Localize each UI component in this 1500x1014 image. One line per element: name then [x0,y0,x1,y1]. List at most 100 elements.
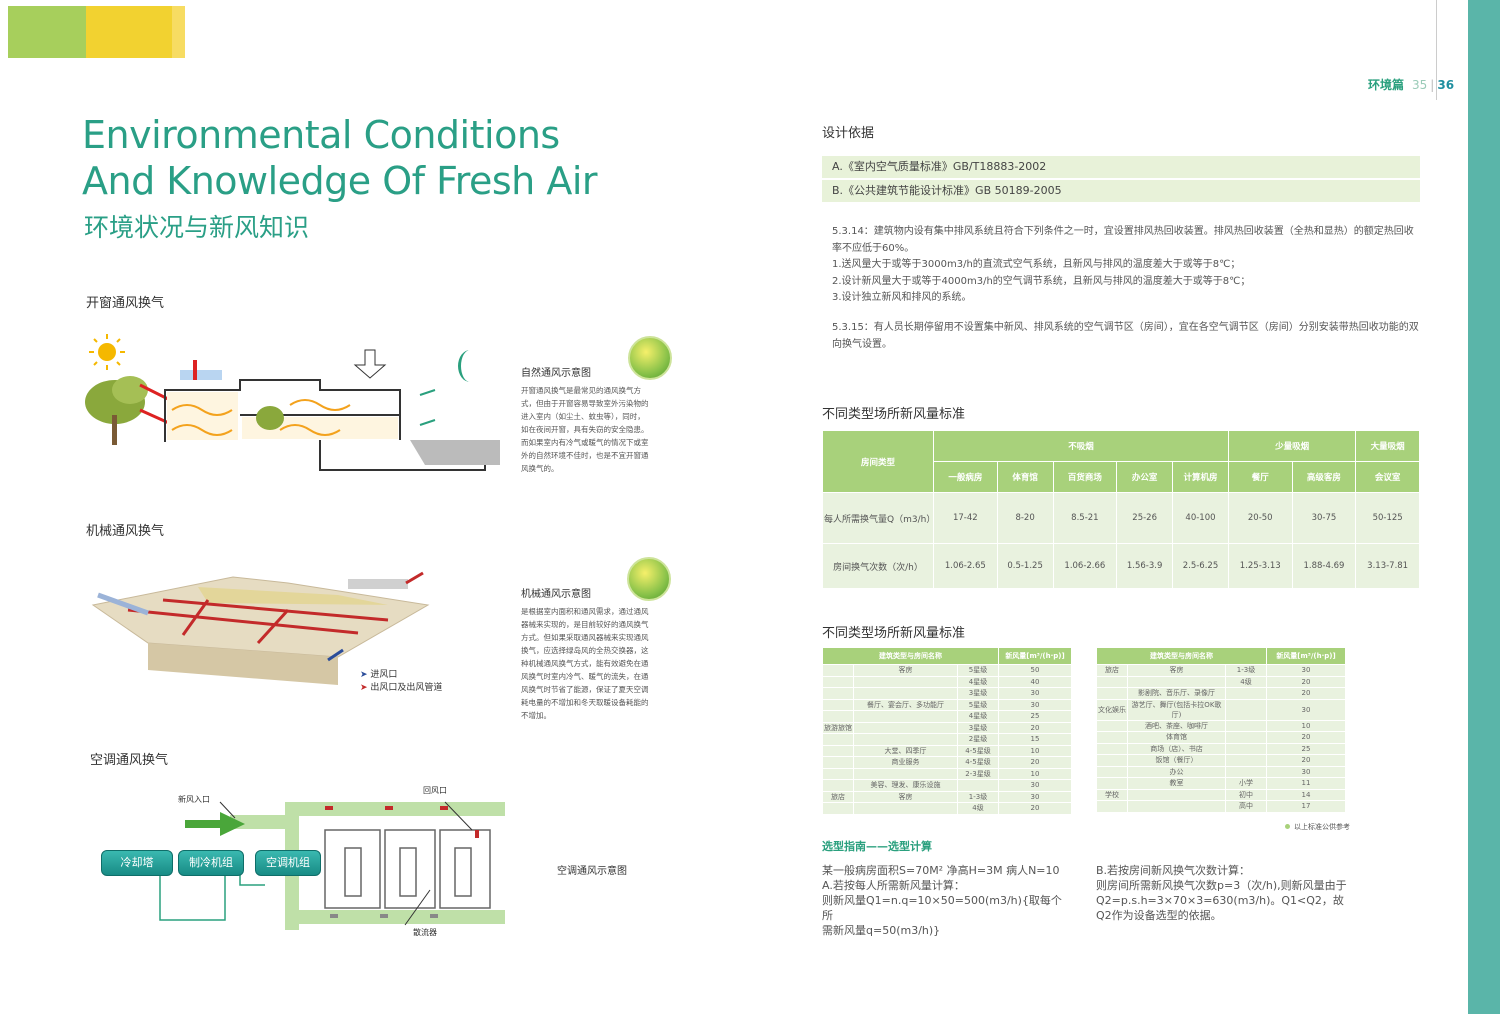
table1-col: 计算机房 [1172,461,1229,493]
calc-b: B.若按房间新风换气次数计算： 则房间所需新风换气次数p=3（次/h),则新风量… [1096,863,1376,923]
table2-value: 20 [1266,675,1346,688]
table2-category [822,744,854,757]
table2-room: 体育馆 [1127,731,1226,744]
table2-level: 3星级 [957,687,999,700]
table2l-h1: 建筑类型与房间名称 [822,647,999,665]
table1-cell: 1.06-2.65 [933,543,998,589]
table1-col: 体育馆 [996,461,1054,493]
table2-category [1096,777,1128,790]
fresh-air-inlet-label: 新风入口 [178,795,210,804]
table2-level [957,779,999,792]
table2-category [822,756,854,769]
calc-a-line: 某一般病房面积S=70M² 净高H=3M 病人N=10 [822,864,1060,877]
legend-in-label: 进风口 [370,670,398,680]
table2-room: 教室 [1127,777,1226,790]
table2-level [1225,754,1267,767]
table2-room: 游艺厅、舞厅(包括卡拉OK歌厅) [1127,698,1226,721]
title-chinese: 环境状况与新风知识 [84,213,310,242]
table2-level [1225,719,1267,732]
corner-yellow-block [86,6,178,58]
table2-category [1096,765,1128,778]
table1-cell: 3.13-7.81 [1355,543,1420,589]
table2-category: 学校 [1096,788,1128,801]
table2-value: 20 [998,756,1072,769]
page-left-number: 35 [1412,78,1428,92]
cooling-tower-box: 冷却塔 [101,850,173,876]
basis-ref-a: A.《室内空气质量标准》GB/T18883-2002 [822,156,1420,178]
moon-icon [458,350,470,382]
table2-level: 4-5星级 [957,756,999,769]
table1-cell: 8.5-21 [1052,492,1118,544]
table2-category [822,664,854,677]
table2-room [853,767,958,780]
return-air-label: 回风口 [423,786,447,795]
clause1-line-0: 5.3.14：建筑物内设有集中排风系统且符合下列条件之一时，宜设置排风热回收装置… [832,226,1414,254]
mechanical-text: 是根据室内面积和通风需求，通过通风器械来实现的，是目前较好的通风换气方式。但如果… [521,607,649,720]
table2-category [822,675,854,688]
note-text: 以上标准公供参考 [1294,823,1350,831]
table2-level: 4级 [957,802,999,815]
blue-arrow-icon: ➤ [360,670,368,680]
table2-category [822,767,854,780]
table2-value: 20 [998,802,1072,815]
table2-room: 客房 [853,664,958,677]
table2-level: 4级 [1225,675,1267,688]
table-row: 房间换气次数（次/h） 1.06-2.65 0.5-1.25 1.06-2.66… [822,543,1420,589]
table1-cell: 1.25-3.13 [1227,543,1293,589]
table2-value: 14 [1266,788,1346,801]
right-edge-bar [1468,0,1500,1014]
table1-group-2: 大量吸烟 [1355,430,1420,462]
table1-cell: 1.56-3.9 [1116,543,1174,589]
table2-category [822,733,854,746]
corner-green-block [8,6,86,58]
table2-category [1096,754,1128,767]
clause1-line-1: 1.送风量大于或等于3000m3/h的直流式空气系统，且新风与排风的温度差大于或… [832,259,1241,270]
legend-out-label: 出风口及出风管道 [370,683,443,693]
calc-b-line: 则房间所需新风换气次数p=3（次/h),则新风量由于 [1096,879,1347,892]
mechanical-ventilation-icon [627,557,671,601]
mechanical-caption: 机械通风示意图 [521,589,591,600]
table2-room: 大堂、四季厅 [853,744,958,757]
table1-col: 办公室 [1116,461,1174,493]
table2-value: 10 [1266,719,1346,732]
fresh-air-table-1: 房间类型 不吸烟 少量吸烟 大量吸烟 一般病房 体育馆 百货商场 办公室 计算机… [822,430,1420,589]
table2-level: 初中 [1225,788,1267,801]
table2-level: 1-3级 [957,790,999,803]
table2-room: 办公 [1127,765,1226,778]
table2-level: 2-3星级 [957,767,999,780]
table2-category [1096,675,1128,688]
clause1-line-3: 3.设计独立新风和排风的系统。 [832,292,972,303]
table2-level [1225,742,1267,755]
natural-caption: 自然通风示意图 [521,368,591,379]
basis-ref-b-text: B.《公共建筑节能设计标准》GB 50189-2005 [832,184,1062,197]
table2-category: 旅店 [822,790,854,803]
table2-room [1127,675,1226,688]
table2-category [1096,731,1128,744]
table2-category [1096,800,1128,813]
table2-value: 40 [998,675,1072,688]
table2-room: 饭馆（餐厅） [1127,754,1226,767]
table2-room: 美容、理发、康乐设施 [853,779,958,792]
calc-a-line: A.若按每人所需新风量计算： [822,879,965,892]
chiller-box: 制冷机组 [178,850,244,876]
natural-ventilation-diagram [85,334,500,471]
table1-group-1: 少量吸烟 [1227,430,1357,462]
table2-level [1225,698,1267,721]
table2-value: 25 [1266,742,1346,755]
table2-category [822,779,854,792]
tree-icon [85,376,148,445]
table2-category: 旅店 [1096,664,1128,677]
table2-level: 1-3级 [1225,664,1267,677]
ac-caption: 空调通风示意图 [557,866,627,877]
table1-col: 餐厅 [1227,461,1293,493]
calc-b-line: B.若按房间新风换气次数计算： [1096,864,1251,877]
